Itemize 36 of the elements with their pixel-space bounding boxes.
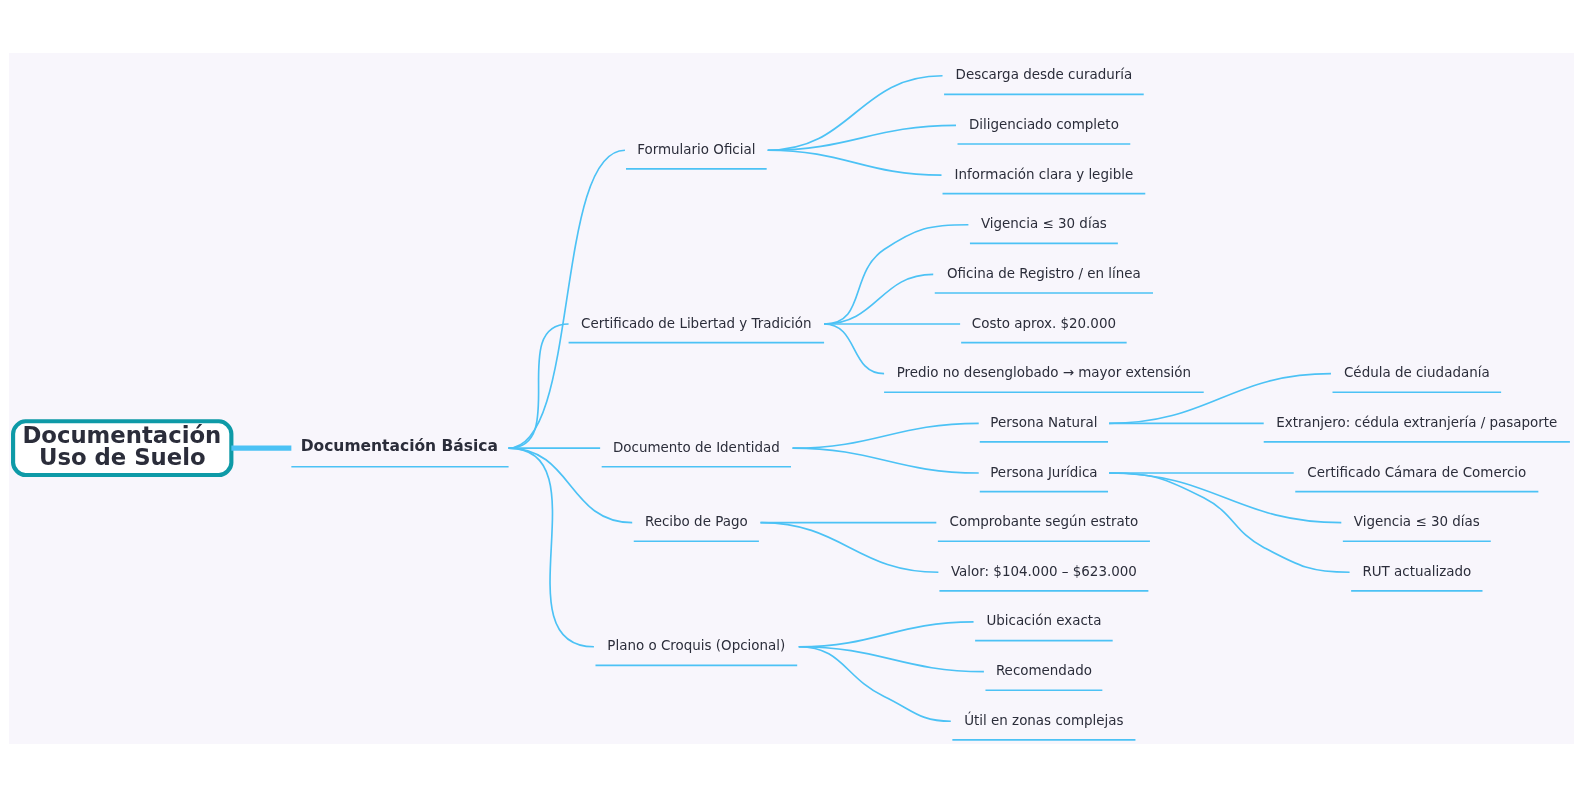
connector [766, 148, 943, 176]
node-text: Oficina de Registro / en línea [946, 265, 1141, 281]
connector [1108, 372, 1332, 424]
node-text: Vigencia ≤ 30 días [1353, 513, 1480, 529]
connector [231, 445, 292, 451]
node-text: Ubicación exacta [986, 612, 1102, 628]
connector [791, 446, 980, 474]
node-text: Recomendado [995, 662, 1092, 678]
node-text: Información clara y legible [954, 166, 1134, 182]
node-text: Plano o Croquis (Opcional) [607, 637, 786, 653]
node-text: Extranjero: cédula extranjería / pasaporte [1276, 414, 1558, 430]
node-text: Vigencia ≤ 30 días [980, 215, 1107, 231]
node-text: Documento de Identidad [612, 439, 780, 455]
node-text: Documentación Básica [300, 436, 499, 455]
node-text: RUT actualizado [1362, 563, 1472, 579]
node-text: Valor: $104.000 – $623.000 [950, 563, 1137, 579]
node-text: Comprobante según estrato [949, 513, 1139, 529]
connector [759, 521, 940, 573]
node-text: Certificado Cámara de Comercio [1307, 464, 1527, 479]
node-text: Persona Jurídica [990, 464, 1098, 479]
node-text: Predio no desenglobado → mayor extensión [896, 364, 1192, 380]
connector [1108, 422, 1265, 424]
node-text: Certificado de Libertad y Tradición [581, 315, 812, 331]
node-box: Documentación Uso de Suelo [11, 418, 234, 477]
node-text: Cédula de ciudadanía [1343, 364, 1490, 380]
node-text: Recibo de Pago [644, 513, 748, 529]
connector [823, 322, 885, 374]
connector [797, 645, 952, 722]
node-text: Diligenciado completo [968, 116, 1119, 132]
connector [507, 446, 595, 648]
connector [1108, 471, 1351, 573]
node-text: Formulario Oficial [637, 141, 756, 157]
node-text: Útil en zonas complejas [964, 712, 1124, 728]
node-text: Costo aprox. $20.000 [971, 315, 1117, 331]
node-text: Descarga desde curaduría [955, 66, 1133, 82]
node-text: Persona Natural [990, 414, 1098, 430]
